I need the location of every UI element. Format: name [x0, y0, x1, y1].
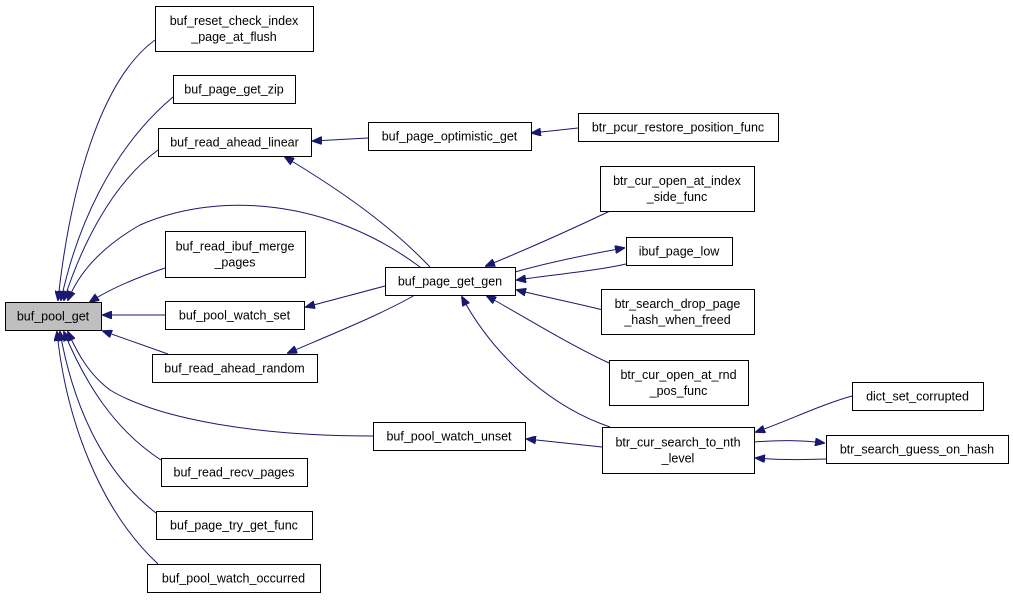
node-label: buf_read_recv_pages [174, 466, 295, 480]
node-label: buf_pool_watch_occurred [162, 572, 305, 586]
node-box[interactable] [826, 435, 1009, 464]
node-btr-cur-open-at-rnd-pos-func[interactable]: btr_cur_open_at_rnd _pos_func [609, 360, 749, 406]
node-label: buf_read_ahead_linear [170, 136, 299, 150]
node-buf-page-get-gen[interactable]: buf_page_get_gen [385, 267, 516, 296]
node-box[interactable] [852, 382, 984, 411]
node-label: btr_search_guess_on_hash [840, 443, 994, 457]
node-btr-pcur-restore-position-func[interactable]: btr_pcur_restore_position_func [578, 113, 779, 142]
node-box[interactable] [173, 75, 296, 104]
edge-buf-page-get-gen-to-buf-pool-watch-set [306, 285, 386, 307]
node-label: ibuf_page_low [639, 245, 721, 259]
edge-buf-read-ahead-random-to-buf-pool-get [103, 331, 169, 355]
nodes-layer: buf_pool_get buf_reset_check_index _page_a… [5, 6, 1009, 593]
node-label: buf_reset_check_index [170, 14, 299, 28]
node-buf-read-recv-pages[interactable]: buf_read_recv_pages [161, 458, 308, 487]
node-buf-read-ahead-random[interactable]: buf_read_ahead_random [152, 354, 318, 383]
edge-buf-page-get-gen-to-buf-read-ahead-random [288, 294, 416, 353]
node-label: btr_pcur_restore_position_func [592, 121, 764, 135]
node-label: buf_page_get_zip [184, 83, 283, 97]
edge-dict-set-corrupted-to-btr-cur-search-to-nth-level [756, 395, 853, 432]
node-box[interactable] [578, 113, 779, 142]
node-dict-set-corrupted[interactable]: dict_set_corrupted [852, 382, 984, 411]
node-buf-read-ahead-linear[interactable]: buf_read_ahead_linear [158, 128, 312, 157]
node-box[interactable] [158, 128, 312, 157]
node-box[interactable] [155, 6, 314, 52]
node-label: btr_cur_open_at_index [613, 174, 742, 188]
edge-buf-page-get-gen-to-buf-read-ahead-linear [285, 157, 431, 268]
node-label: buf_pool_watch_unset [386, 430, 512, 444]
node-label: buf_page_optimistic_get [382, 130, 518, 144]
edge-buf-read-ibuf-merge-pages-to-buf-pool-get [90, 267, 166, 302]
node-box[interactable] [368, 122, 532, 151]
node-box[interactable] [373, 422, 526, 451]
edge-buf-pool-watch-occurred-to-buf-pool-get [57, 332, 159, 565]
edge-buf-pool-watch-unset-to-buf-pool-get [68, 332, 374, 437]
node-buf-page-try-get-func[interactable]: buf_page_try_get_func [156, 511, 313, 540]
node-label: _pos_func [649, 384, 708, 398]
edge-buf-page-optimistic-get-to-buf-read-ahead-linear [313, 138, 369, 141]
node-box[interactable] [609, 360, 749, 406]
edge-btr-search-guess-on-hash-to-btr-cur-search-to-nth-level [756, 458, 827, 460]
node-ibuf-page-low[interactable]: ibuf_page_low [626, 237, 733, 266]
node-box[interactable] [602, 427, 755, 474]
node-btr-cur-open-at-index-side-func[interactable]: btr_cur_open_at_index _side_func [600, 166, 755, 212]
node-box[interactable] [600, 166, 755, 212]
node-box[interactable] [161, 458, 308, 487]
node-label: btr_cur_search_to_nth [615, 436, 740, 450]
node-label: buf_pool_watch_set [179, 309, 291, 323]
node-buf-pool-watch-unset[interactable]: buf_pool_watch_unset [373, 422, 526, 451]
node-label: dict_set_corrupted [866, 390, 969, 404]
node-label: buf_read_ibuf_merge [176, 240, 295, 254]
node-box[interactable] [5, 302, 102, 331]
edge-buf-read-ahead-linear-to-buf-pool-get [64, 149, 159, 300]
edge-btr-pcur-restore-position-func-to-buf-page-optimistic-get [532, 127, 579, 133]
node-buf-page-optimistic-get[interactable]: buf_page_optimistic_get [368, 122, 532, 151]
node-label: buf_page_get_gen [398, 275, 502, 289]
node-label: btr_search_drop_page [615, 297, 741, 311]
node-box[interactable] [152, 354, 318, 383]
edge-btr-cur-search-to-nth-level-to-btr-search-guess-on-hash [753, 441, 824, 443]
node-box[interactable] [147, 564, 321, 593]
edge-btr-cur-search-to-nth-level-to-buf-pool-watch-unset [527, 439, 603, 448]
node-label: buf_pool_get [17, 310, 90, 324]
node-buf-pool-watch-set[interactable]: buf_pool_watch_set [165, 301, 305, 330]
node-box[interactable] [165, 231, 306, 278]
edge-buf-page-get-gen-to-ibuf-page-low [514, 248, 624, 273]
node-box[interactable] [165, 301, 305, 330]
edges-layer [57, 39, 853, 565]
node-buf-pool-watch-occurred[interactable]: buf_pool_watch_occurred [147, 564, 321, 593]
edge-btr-cur-open-at-rnd-pos-func-to-buf-page-get-gen [487, 296, 610, 364]
node-buf-pool-get[interactable]: buf_pool_get [5, 302, 102, 331]
edge-buf-page-get-gen-to-buf-pool-get [68, 204, 421, 300]
node-label: buf_read_ahead_random [164, 362, 304, 376]
edge-btr-cur-search-to-nth-level-to-buf-page-get-gen [462, 297, 611, 428]
node-box[interactable] [601, 289, 755, 335]
edge-btr-cur-open-at-index-side-func-to-buf-page-get-gen [486, 210, 611, 266]
edge-ibuf-page-low-to-buf-page-get-gen [517, 263, 627, 280]
node-buf-reset-check-index-page-at-flush[interactable]: buf_reset_check_index _page_at_flush [155, 6, 314, 52]
node-label: _hash_when_freed [623, 313, 730, 327]
node-label: _level [661, 452, 695, 466]
node-buf-page-get-zip[interactable]: buf_page_get_zip [173, 75, 296, 104]
node-buf-read-ibuf-merge-pages[interactable]: buf_read_ibuf_merge _pages [165, 231, 306, 278]
node-box[interactable] [385, 267, 516, 296]
edge-buf-reset-check-index-page-at-flush-to-buf-pool-get [58, 39, 156, 300]
edge-buf-page-get-zip-to-buf-pool-get [61, 96, 174, 300]
edge-buf-page-try-get-func-to-buf-pool-get [60, 332, 157, 514]
node-btr-search-guess-on-hash[interactable]: btr_search_guess_on_hash [826, 435, 1009, 464]
node-box[interactable] [156, 511, 313, 540]
node-label: _side_func [646, 190, 707, 204]
node-label: buf_page_try_get_func [170, 519, 298, 533]
node-btr-search-drop-page-hash-when-freed[interactable]: btr_search_drop_page _hash_when_freed [601, 289, 755, 335]
node-label: btr_cur_open_at_rnd [620, 368, 736, 382]
node-box[interactable] [626, 237, 733, 266]
node-label: _page_at_flush [190, 30, 277, 44]
edge-btr-search-drop-page-hash-when-freed-to-buf-page-get-gen [517, 290, 604, 311]
edge-buf-read-recv-pages-to-buf-pool-get [64, 332, 162, 461]
node-label: _pages [213, 256, 255, 270]
node-btr-cur-search-to-nth-level[interactable]: btr_cur_search_to_nth _level [602, 427, 755, 474]
